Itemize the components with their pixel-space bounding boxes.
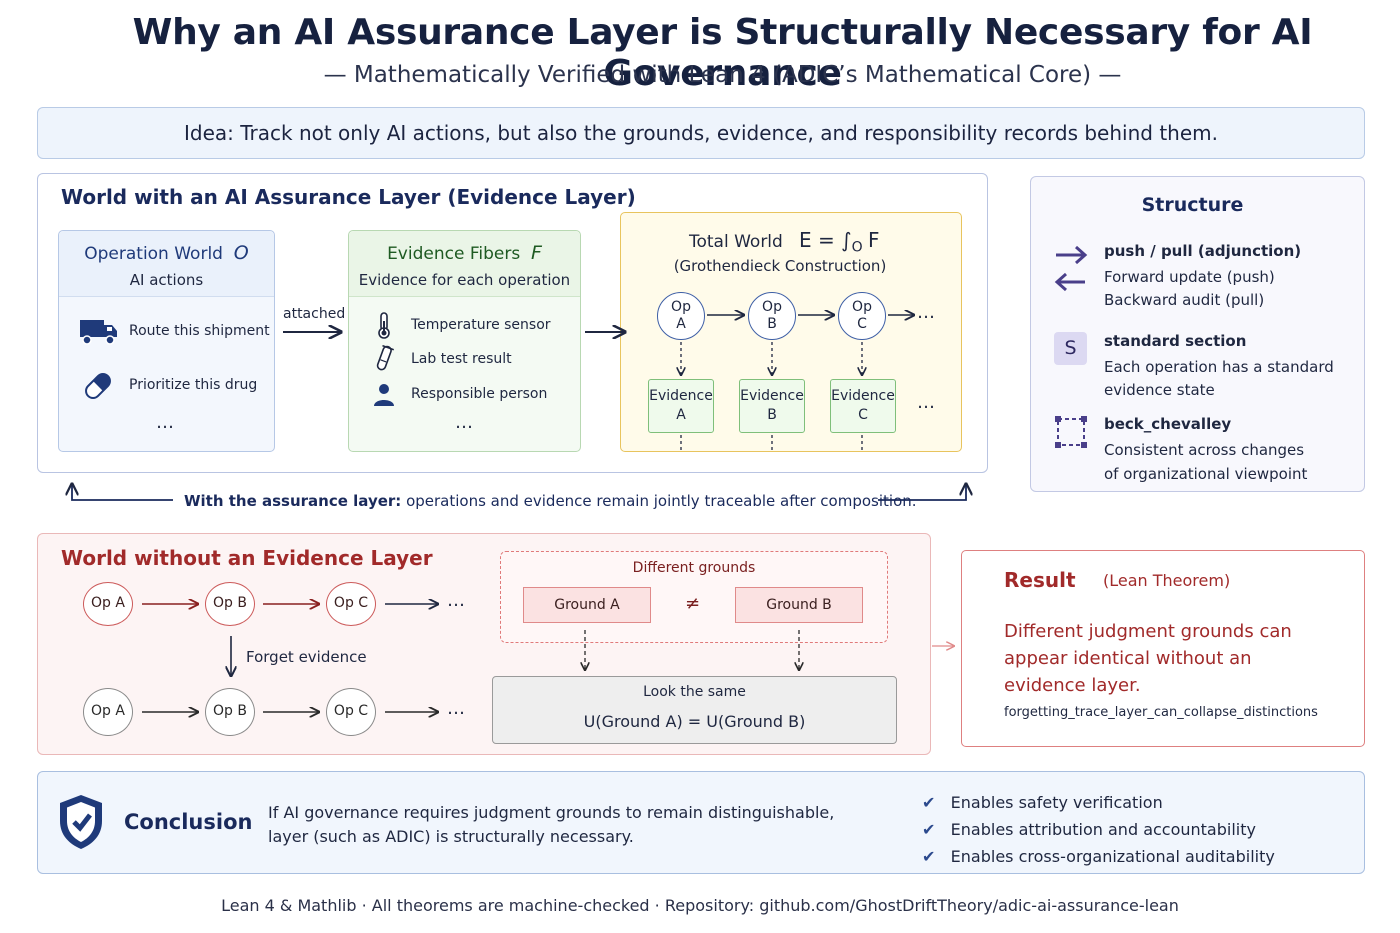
- total-ops-ellipsis: …: [917, 302, 935, 323]
- look-same-label: Look the same: [643, 684, 746, 700]
- result-theorem-name: forgetting_trace_layer_can_collapse_dist…: [1004, 705, 1318, 720]
- pill-icon: [85, 373, 111, 399]
- conclusion-title: Conclusion: [124, 810, 253, 834]
- ground-b-box: Ground B: [735, 587, 863, 623]
- operation-item-prioritize: Prioritize this drug: [129, 377, 258, 393]
- structure-push-line: Forward update (push): [1104, 268, 1275, 286]
- check-item-auditability: ✔ Enables cross-organizational auditabil…: [922, 847, 1275, 866]
- evidence-fibers-title: Evidence Fibers F: [387, 242, 542, 264]
- evidence-item-lab: Lab test result: [411, 351, 512, 367]
- look-same-equation: U(Ground A) = U(Ground B): [583, 712, 806, 731]
- evidence-item-person: Responsible person: [411, 386, 548, 402]
- without-op-c: Op C: [326, 582, 376, 626]
- push-pull-arrows-icon: [1054, 245, 1088, 292]
- operation-world-box: [58, 230, 275, 452]
- person-icon: [374, 384, 394, 406]
- page-subtitle: — Mathematically Verified with Lean 4 (A…: [323, 62, 1122, 88]
- result-subtitle: (Lean Theorem): [1103, 571, 1231, 590]
- different-grounds-label: Different grounds: [632, 560, 756, 576]
- evidence-ellipsis: …: [455, 412, 473, 433]
- without-op-b: Op B: [205, 582, 255, 626]
- look-same-box: [492, 676, 897, 744]
- footer: Lean 4 & Mathlib · All theorems are mach…: [221, 896, 1179, 915]
- structure-title: Structure: [1141, 194, 1244, 216]
- structure-beck-title: beck_chevalley: [1104, 415, 1232, 433]
- total-world-subtitle: (Grothendieck Construction): [673, 257, 887, 275]
- forget-evidence-label: Forget evidence: [246, 648, 367, 666]
- forgotten-op-c: Op C: [326, 688, 376, 736]
- structure-pull-line: Backward audit (pull): [1104, 291, 1265, 309]
- test-tube-icon: [376, 345, 395, 371]
- evidence-fibers-box: [348, 230, 581, 452]
- check-icon: ✔: [922, 847, 936, 866]
- idea-text: Idea: Track not only AI actions, but als…: [184, 121, 1218, 145]
- traceable-note: With the assurance layer: operations and…: [184, 492, 917, 510]
- evidence-item-temperature: Temperature sensor: [411, 317, 551, 333]
- world-with-layer-title: World with an AI Assurance Layer (Eviden…: [61, 185, 636, 209]
- check-icon: ✔: [922, 820, 936, 839]
- structure-beck-line2: of organizational viewpoint: [1104, 465, 1308, 483]
- result-title: Result: [1004, 568, 1076, 592]
- page-title: Why an AI Assurance Layer is Structurall…: [132, 12, 1313, 94]
- operation-item-route: Route this shipment: [129, 323, 270, 339]
- without-op-a: Op A: [83, 582, 133, 626]
- check-icon: ✔: [922, 793, 936, 812]
- structure-standard-title: standard section: [1104, 332, 1247, 350]
- check-item-attribution: ✔ Enables attribution and accountability: [922, 820, 1256, 839]
- without-top-ellipsis: …: [447, 590, 465, 611]
- structure-beck-line1: Consistent across changes: [1104, 441, 1305, 459]
- forgotten-op-a: Op A: [83, 688, 133, 736]
- total-world-title: Total World E = ∫O F: [689, 228, 880, 256]
- conclusion-checklist: ✔ Enables safety verification ✔ Enables …: [922, 789, 1275, 870]
- not-equal-sign: ≠: [685, 593, 701, 614]
- standard-section-badge: S: [1054, 332, 1087, 365]
- conclusion-text: If AI governance requires judgment groun…: [268, 803, 835, 846]
- check-item-safety: ✔ Enables safety verification: [922, 793, 1163, 812]
- shield-icon: [60, 795, 102, 849]
- structure-standard-line1: Each operation has a standard: [1104, 358, 1334, 376]
- operation-world-title: Operation World O: [84, 242, 249, 264]
- operation-world-subtitle: AI actions: [129, 271, 204, 289]
- attached-label: attached: [283, 306, 346, 322]
- world-without-layer-title: World without an Evidence Layer: [61, 546, 433, 570]
- structure-standard-line2: evidence state: [1104, 381, 1215, 399]
- truck-icon: [80, 320, 117, 345]
- result-box: [961, 550, 1365, 747]
- result-statement: Different judgment grounds can appear id…: [1004, 621, 1292, 696]
- forgotten-op-b: Op B: [205, 688, 255, 736]
- operation-ellipsis: …: [156, 412, 174, 433]
- evidence-fibers-subtitle: Evidence for each operation: [358, 271, 571, 289]
- structure-push-pull-title: push / pull (adjunction): [1104, 242, 1302, 260]
- ground-a-box: Ground A: [523, 587, 651, 623]
- total-evidence-ellipsis: …: [917, 392, 935, 413]
- conclusion-box: [37, 771, 1365, 874]
- thermometer-icon: [378, 312, 390, 339]
- without-bottom-ellipsis: …: [447, 698, 465, 719]
- beck-chevalley-square-icon: [1055, 416, 1087, 448]
- idea-banner: Idea: Track not only AI actions, but als…: [37, 107, 1365, 159]
